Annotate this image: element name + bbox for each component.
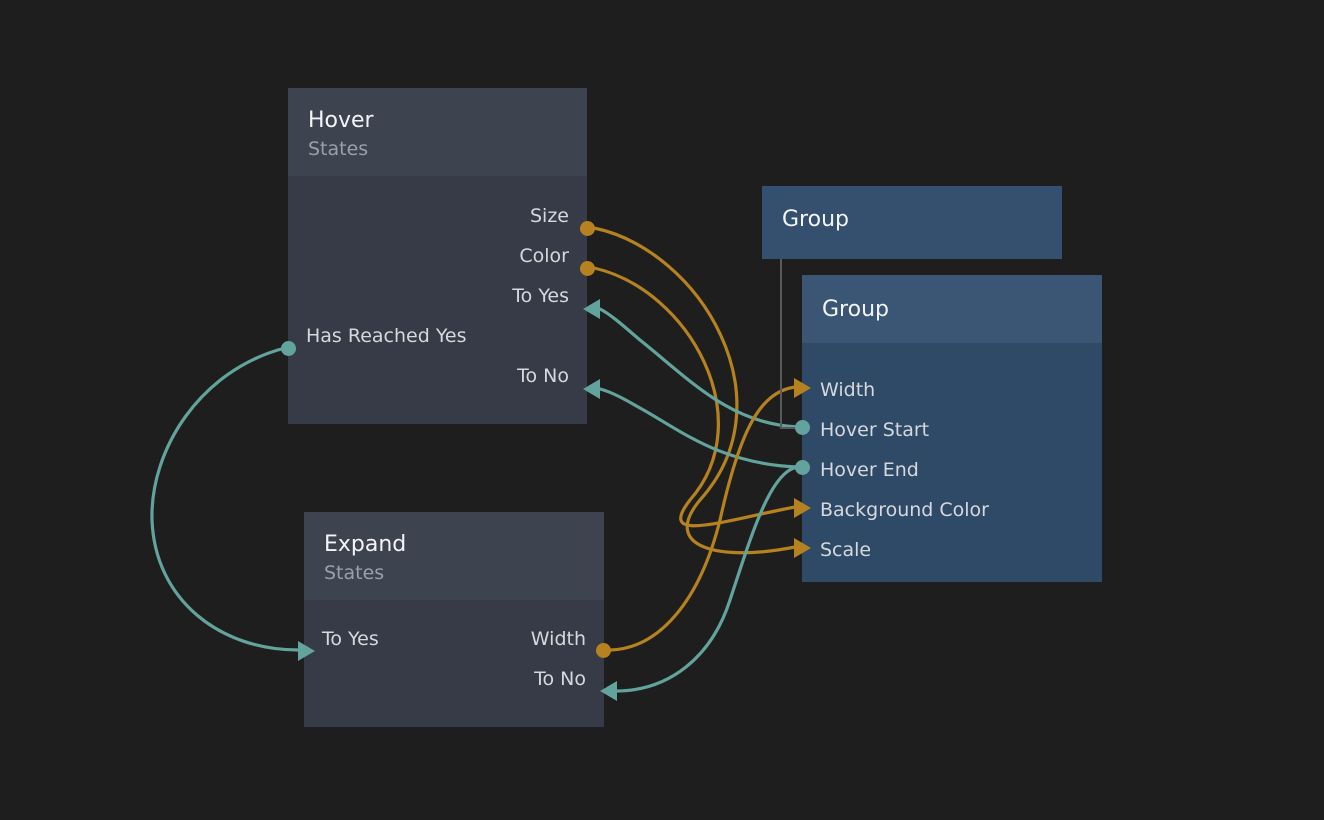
node-hover[interactable]: Hover States Size Color To Yes Has Reach…: [288, 88, 587, 424]
group-hierarchy-stem: [780, 259, 782, 429]
wire-expand-width-to-group-width: [609, 385, 797, 652]
port-expand-to-no[interactable]: To No: [534, 668, 586, 691]
port-group-scale[interactable]: Scale: [820, 539, 872, 562]
wire-hover-end-to-expand-to-no: [611, 465, 800, 693]
port-group-background-color[interactable]: Background Color: [820, 499, 989, 522]
node-group-band[interactable]: Group: [762, 186, 1062, 259]
node-group-header: Group: [802, 275, 1102, 344]
port-hover-has-reached-yes[interactable]: Has Reached Yes: [306, 325, 467, 348]
node-group[interactable]: Group Width Hover Start Hover End Backgr…: [802, 275, 1102, 582]
port-group-hover-end[interactable]: Hover End: [820, 459, 919, 482]
port-hover-color[interactable]: Color: [519, 245, 569, 268]
port-expand-to-yes[interactable]: To Yes: [322, 628, 379, 651]
node-group-band-title: Group: [782, 207, 849, 232]
port-hover-size[interactable]: Size: [529, 205, 569, 228]
wire-color-to-background-color: [592, 266, 797, 528]
port-group-width[interactable]: Width: [820, 379, 876, 402]
node-expand-header: Expand States: [304, 512, 604, 601]
wire-hover-end-to-to-no: [598, 387, 800, 469]
port-hover-to-no[interactable]: To No: [517, 365, 569, 388]
node-hover-header: Hover States: [288, 88, 587, 177]
wire-hover-start-to-to-yes: [598, 307, 800, 429]
node-expand-subtitle: States: [324, 562, 385, 585]
node-group-title: Group: [822, 297, 889, 322]
node-hover-subtitle: States: [308, 138, 369, 161]
port-group-hover-start[interactable]: Hover Start: [820, 419, 930, 442]
group-hierarchy-foot: [780, 427, 798, 429]
port-expand-width[interactable]: Width: [530, 628, 586, 651]
port-hover-to-yes[interactable]: To Yes: [512, 285, 569, 308]
node-expand[interactable]: Expand States To Yes Width To No: [304, 512, 604, 727]
wire-size-to-scale: [592, 226, 797, 555]
node-hover-title: Hover: [308, 108, 374, 133]
wire-has-reached-yes-to-expand-to-yes: [150, 346, 300, 652]
node-expand-title: Expand: [324, 532, 407, 557]
